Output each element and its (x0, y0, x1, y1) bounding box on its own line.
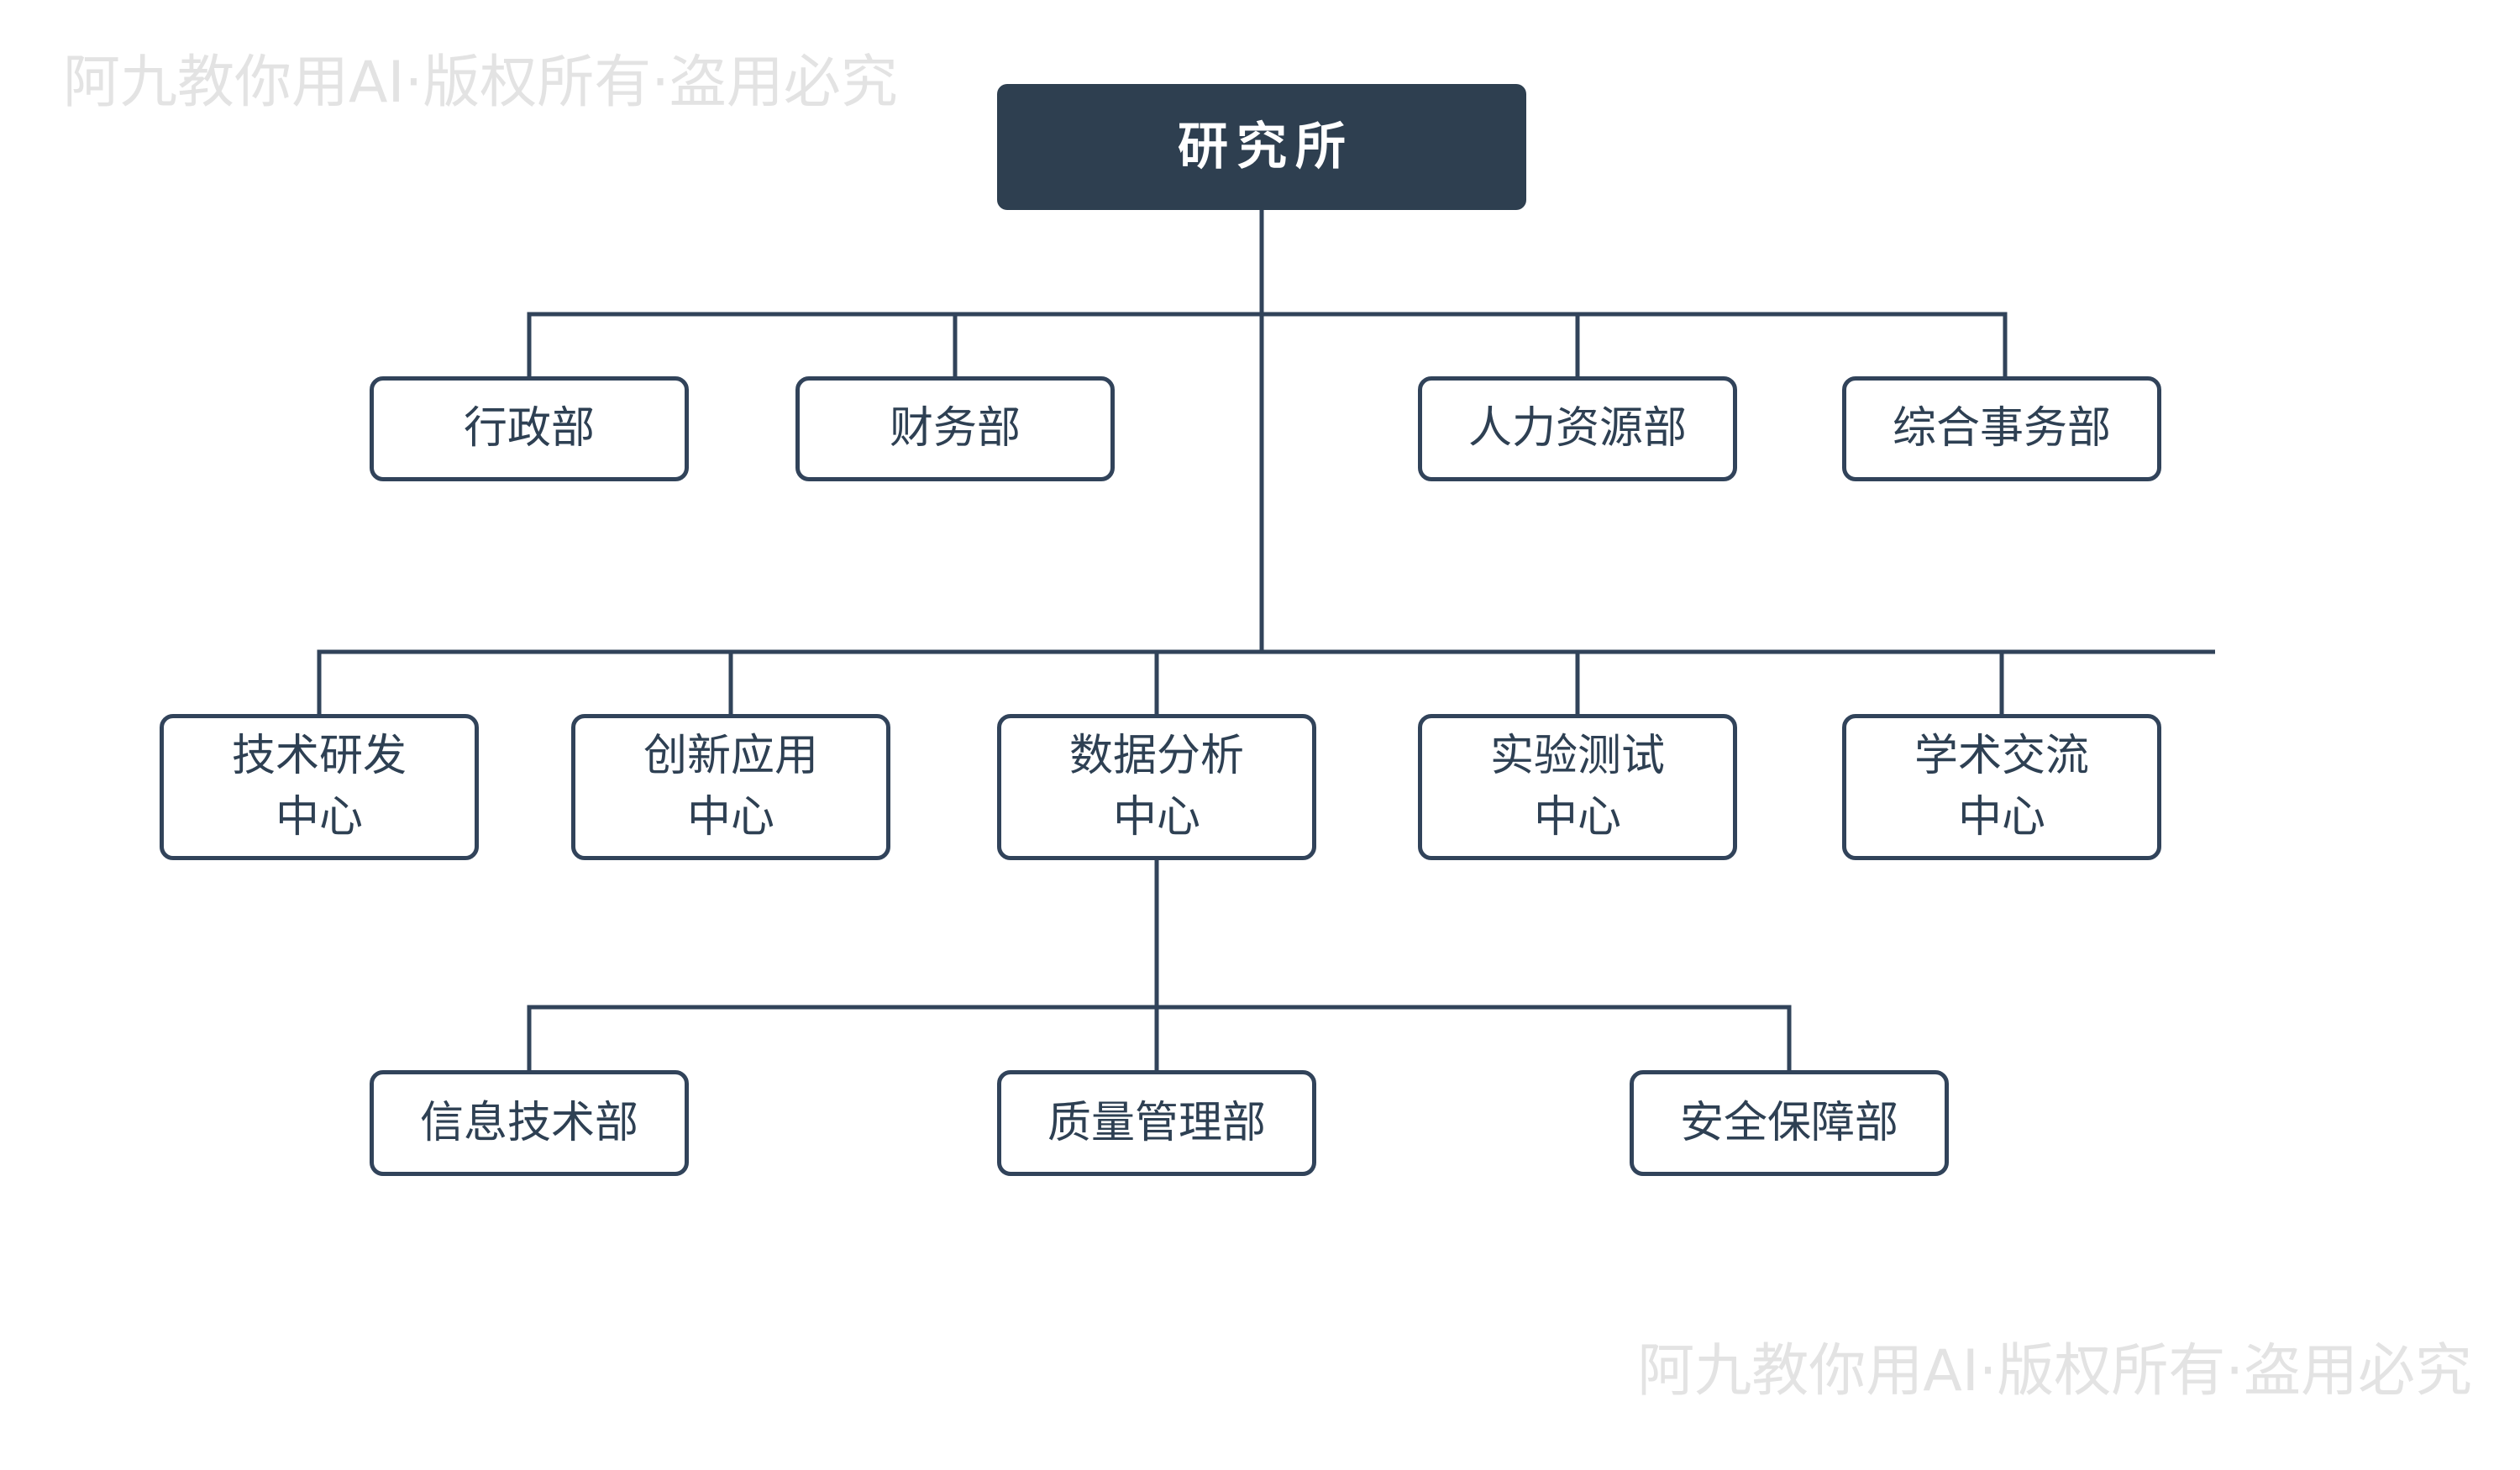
node-quality-management-dept-label: 质量管理部 (1047, 1097, 1266, 1148)
node-tech-rd-center-label-line2: 中心 (275, 792, 363, 843)
node-tech-rd-center: 技术研发 中心 (160, 714, 479, 860)
node-data-analysis-center-label-line2: 中心 (1112, 792, 1200, 843)
node-data-analysis-center: 数据分析 中心 (997, 714, 1316, 860)
node-human-resources-dept-label: 人力资源部 (1467, 403, 1687, 454)
node-quality-management-dept: 质量管理部 (997, 1070, 1316, 1176)
node-information-technology-dept-label: 信息技术部 (419, 1097, 638, 1148)
node-experiment-testing-center: 实验测试 中心 (1418, 714, 1737, 860)
node-administration-dept-label: 行政部 (463, 403, 595, 454)
node-administration-dept: 行政部 (370, 376, 689, 481)
node-academic-exchange-center-label-line1: 学术交流 (1914, 731, 2089, 782)
node-research-institute-label: 研究所 (1178, 118, 1354, 176)
node-finance-dept: 财务部 (795, 376, 1115, 481)
node-experiment-testing-center-label-line2: 中心 (1533, 792, 1621, 843)
node-security-assurance-dept: 安全保障部 (1630, 1070, 1949, 1176)
node-information-technology-dept: 信息技术部 (370, 1070, 689, 1176)
node-human-resources-dept: 人力资源部 (1418, 376, 1737, 481)
node-innovation-application-center: 创新应用 中心 (571, 714, 890, 860)
connector-level4-rail (527, 1005, 1792, 1070)
node-data-analysis-center-label-line1: 数据分析 (1068, 731, 1244, 782)
node-experiment-testing-center-label-line1: 实验测试 (1489, 731, 1665, 782)
node-tech-rd-center-label-line1: 技术研发 (231, 731, 407, 782)
watermark-top-left: 阿九教你用AI·版权所有·盗用必究 (63, 50, 898, 116)
node-academic-exchange-center: 学术交流 中心 (1842, 714, 2161, 860)
node-general-affairs-dept-label: 综合事务部 (1892, 403, 2111, 454)
node-academic-exchange-center-label-line2: 中心 (1957, 792, 2045, 843)
node-innovation-application-center-label-line2: 中心 (686, 792, 774, 843)
node-security-assurance-dept-label: 安全保障部 (1679, 1097, 1898, 1148)
node-general-affairs-dept: 综合事务部 (1842, 376, 2161, 481)
node-finance-dept-label: 财务部 (889, 403, 1021, 454)
watermark-bottom-right: 阿九教你用AI·版权所有·盗用必究 (1637, 1338, 2472, 1404)
connector-level3-rail (317, 649, 2215, 714)
node-innovation-application-center-label-line1: 创新应用 (643, 731, 818, 782)
node-research-institute: 研究所 (997, 84, 1526, 210)
connector-level2-rail (527, 312, 2008, 376)
